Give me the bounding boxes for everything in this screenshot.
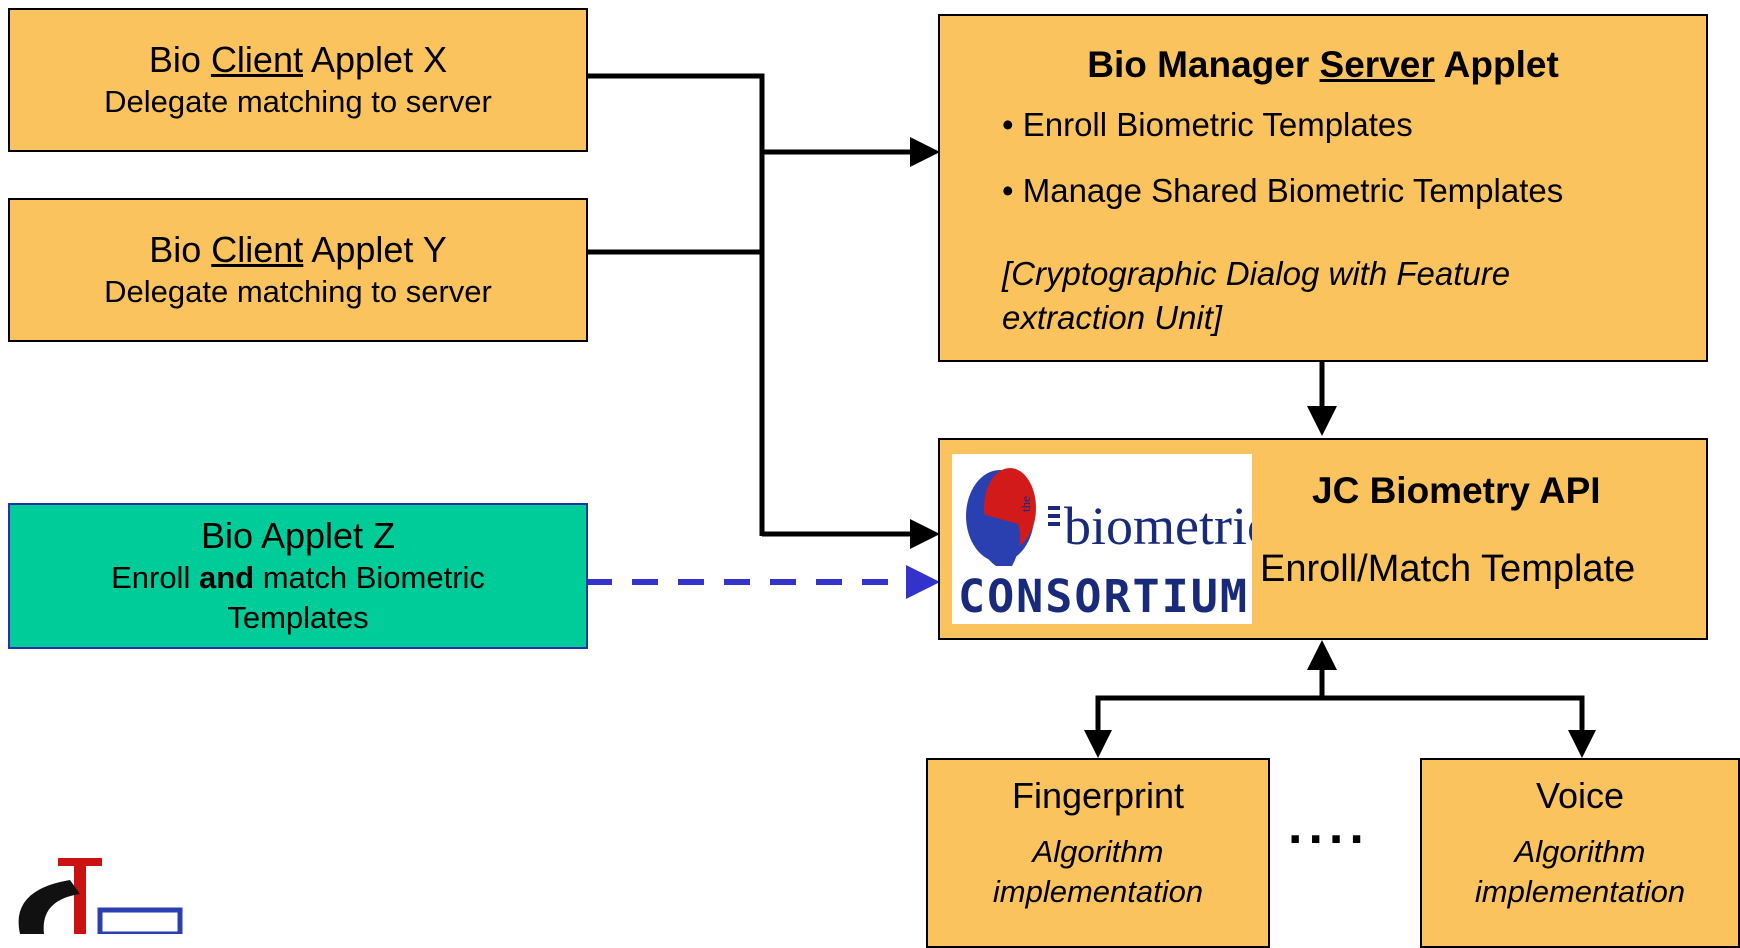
fingerprint-line2: implementation [992,874,1204,909]
voice-title: Voice [1535,775,1625,816]
server-bullet-enroll: • Enroll Biometric Templates [1002,106,1413,143]
institution-logo-icon [18,858,183,934]
fingerprint-line1: Algorithm [1032,834,1164,869]
arrowhead-server-api [1307,406,1337,436]
arrowhead-up-api [1307,640,1337,670]
client-applet-x-title: Bio Client Applet X [148,39,448,80]
server-bullet-manage: • Manage Shared Biometric Templates [1002,172,1564,209]
bio-applet-z-box: Bio Applet Z Enroll and match Biometric … [8,503,588,649]
api-title: JC Biometry API [1312,470,1601,511]
api-subtitle: Enroll/Match Template [1260,548,1636,590]
voice-line1: Algorithm [1514,834,1646,869]
client-applet-y-subtitle: Delegate matching to server [104,274,492,309]
voice-box: Voice Algorithm implementation [1420,758,1740,948]
arrowhead-to-api [910,519,940,549]
arrowhead-fingerprint [1084,730,1112,758]
bio-applet-z-title: Bio Applet Z [200,515,396,556]
client-applet-x-subtitle: Delegate matching to server [104,84,492,119]
client-applet-y-box: Bio Client Applet Y Delegate matching to… [8,198,588,342]
server-note: [Cryptographic Dialog with Feature extra… [1002,255,1511,336]
svg-text:biometric: biometric [1064,496,1252,556]
arrowhead-dashed [906,565,940,599]
connector-client-x [586,73,765,492]
ellipsis-separator: .... [1288,797,1370,855]
fingerprint-title: Fingerprint [1011,775,1185,816]
svg-text:the: the [1018,496,1033,512]
voice-line2: implementation [1474,874,1686,909]
svg-text:CONSORTIUM: CONSORTIUM [958,570,1249,623]
bio-manager-server-box: Bio Manager Server Applet • Enroll Biome… [938,14,1708,362]
server-title: Bio Manager Server Applet [1087,44,1559,85]
fingerprint-box: Fingerprint Algorithm implementation [926,758,1270,948]
bio-applet-z-line2: Templates [227,600,369,635]
bio-applet-z-line1: Enroll and match Biometric [111,560,485,595]
client-applet-x-box: Bio Client Applet X Delegate matching to… [8,8,588,152]
arrowhead-voice [1568,730,1596,758]
jc-biometry-api-box: the biometric CONSORTIUM JC Biometry API… [938,438,1708,640]
consortium-head-icon: the biometric CONSORTIUM [958,468,1271,623]
arrowhead-to-server [910,137,940,167]
biometric-consortium-logo: the biometric CONSORTIUM [952,454,1271,624]
client-applet-y-title: Bio Client Applet Y [149,229,447,270]
